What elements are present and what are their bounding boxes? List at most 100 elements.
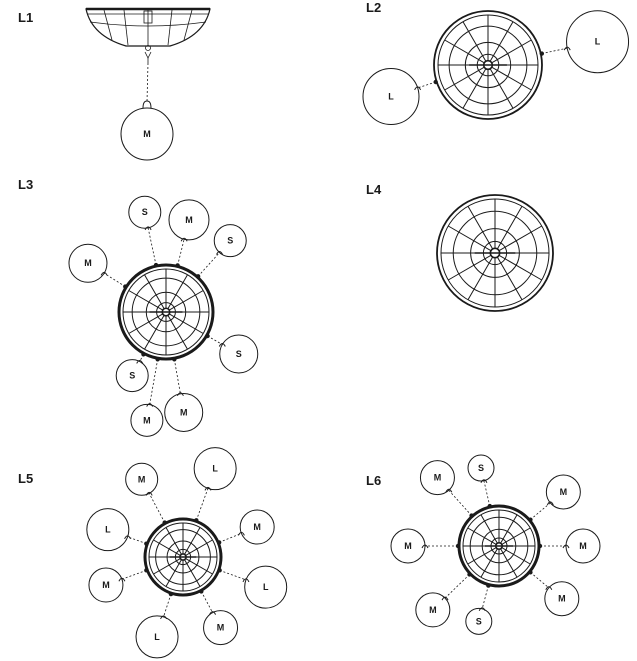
pendant-ball-group: M	[528, 474, 581, 522]
cord-mount	[194, 518, 199, 523]
ball-size-label: M	[143, 129, 151, 139]
cord-mount	[216, 540, 222, 545]
ball-hook	[478, 607, 486, 612]
ball-hook	[441, 596, 449, 601]
ball-hook	[142, 100, 152, 109]
pendant-ball-group: M	[125, 462, 167, 525]
ball-hook	[563, 46, 571, 51]
cord-mount	[155, 357, 160, 362]
ball-size-label: L	[595, 37, 601, 47]
pendant-ball	[362, 68, 420, 126]
cord-mount	[144, 541, 149, 546]
ball-hook	[480, 479, 488, 483]
pendant-cord	[195, 488, 209, 521]
pendant-cord	[417, 81, 436, 89]
pendant-cord	[173, 359, 181, 394]
pendant-ball	[419, 460, 455, 496]
pendant-ball	[193, 447, 237, 491]
panel-label-l1: L1	[18, 10, 33, 25]
cord-mount	[175, 263, 180, 268]
pendant-ball	[390, 528, 426, 564]
ball-hook	[445, 488, 453, 493]
pendant-ball	[168, 199, 210, 241]
panel-label-l2: L2	[366, 0, 381, 15]
ball-hook	[176, 392, 184, 396]
pendant-cord	[163, 593, 172, 618]
pendant-cord	[219, 569, 247, 581]
pendant-cord	[219, 533, 242, 543]
pendant-ball-group: L	[217, 565, 288, 609]
pendant-ball	[244, 565, 288, 609]
pendant-cord	[121, 569, 147, 580]
pendant-cord	[530, 502, 551, 520]
ball-size-label: M	[558, 594, 566, 604]
cord-mount	[123, 284, 128, 289]
pendant-cord	[530, 572, 550, 589]
cord-mount	[153, 262, 159, 268]
cord-mount	[217, 568, 222, 573]
ball-size-label: S	[476, 616, 482, 626]
pendant-ball-group: S	[128, 195, 162, 268]
panel-l4-top-view	[436, 194, 554, 312]
ball-size-label: M	[434, 473, 442, 483]
ball-hook	[146, 403, 154, 407]
pendant-ball	[415, 592, 451, 628]
pendant-ball	[135, 615, 179, 659]
pendant-ball	[239, 509, 275, 545]
pendant-cord	[146, 62, 149, 103]
pendant-ball-group: M	[216, 509, 275, 545]
ball-size-label: S	[227, 236, 233, 246]
fixture-side-view	[85, 7, 211, 63]
fixture-top-view	[143, 517, 223, 597]
pendant-ball	[545, 474, 581, 510]
ball-size-label: M	[84, 258, 92, 268]
pendant-ball-group: L	[86, 508, 149, 552]
pendant-ball-group: S	[467, 454, 495, 509]
cord-mount	[144, 568, 149, 573]
ball-size-label: M	[253, 522, 261, 532]
pendant-ball	[219, 334, 259, 374]
pendant-ball	[566, 10, 630, 74]
pendant-ball-group: L	[193, 447, 237, 523]
pendant-ball-group: L	[135, 591, 179, 659]
ball-hook	[237, 531, 245, 536]
pendant-ball	[544, 581, 580, 617]
ball-size-label: M	[429, 605, 437, 615]
pendant-ball-group: S	[465, 583, 493, 635]
pendant-cord	[448, 489, 472, 516]
ball-size-label: L	[388, 92, 394, 102]
ball-hook	[545, 586, 553, 591]
pendant-ball	[164, 392, 204, 432]
pendant-ball-group: M	[168, 199, 210, 268]
ball-size-label: S	[236, 349, 242, 359]
panel-label-l4: L4	[366, 182, 382, 197]
ball-hook	[136, 359, 144, 364]
ball-size-label: M	[102, 580, 110, 590]
pendant-ball	[86, 508, 130, 552]
ball-hook	[242, 578, 250, 583]
ball-hook	[145, 491, 153, 496]
pendant-ball-group: M	[88, 567, 149, 603]
cord-mount	[455, 543, 461, 549]
ball-size-label: L	[154, 632, 160, 642]
pendant-ball	[203, 610, 239, 646]
cord-mount	[469, 513, 474, 518]
ball-hook	[562, 544, 570, 549]
cord-mount	[486, 583, 491, 588]
fixture-top-view	[433, 10, 543, 120]
ball-size-label: M	[138, 474, 146, 484]
pendant-ball-group: M	[528, 570, 580, 617]
pendant-ball	[128, 195, 162, 229]
pendant-ball	[68, 243, 108, 283]
pendant-ball	[130, 403, 164, 437]
ball-hook	[216, 251, 223, 255]
ball-size-label: L	[263, 582, 269, 592]
pendant-ball-group: M	[415, 572, 472, 628]
pendant-ball-group: M	[390, 528, 461, 564]
pendant-cord	[197, 252, 220, 277]
pendant-ball-group: S	[115, 352, 149, 393]
cord-mount	[528, 517, 533, 522]
ball-size-label: M	[143, 415, 151, 425]
